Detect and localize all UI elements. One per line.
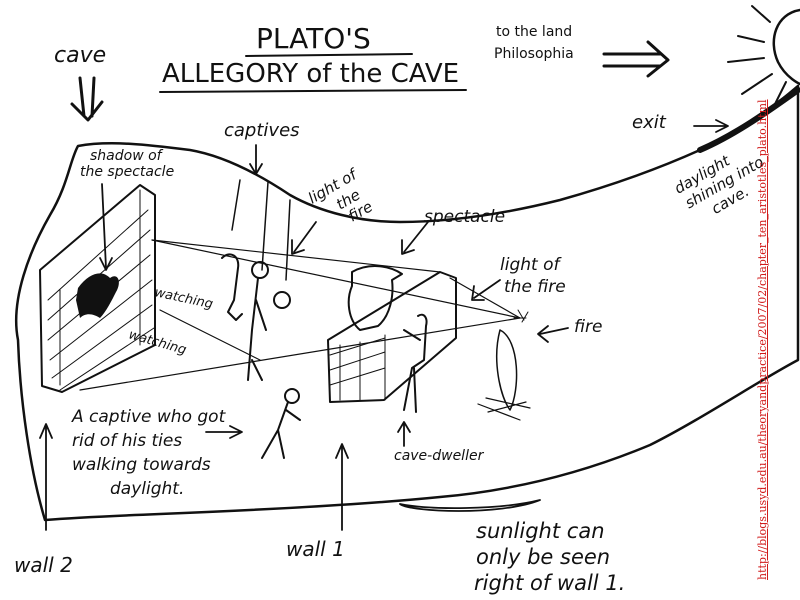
spectacle-arrow-icon	[401, 221, 429, 255]
label-light-fire-2a: light of	[500, 255, 562, 275]
shadow-arrow-icon	[99, 183, 113, 271]
title-underline-2	[159, 89, 467, 93]
wall-2-arrow-icon	[39, 423, 53, 531]
arrows	[70, 40, 670, 122]
captive-arrow-icon	[205, 425, 243, 439]
captive-2	[247, 277, 267, 381]
label-shadow-1: shadow of	[90, 148, 164, 164]
wall-1-arrow-icon	[335, 443, 349, 531]
label-sunlight-2: only be seen	[476, 545, 610, 569]
captive-2-head	[251, 261, 269, 279]
label-fire: fire	[574, 317, 602, 337]
light-rays	[79, 239, 521, 391]
sun-icon	[727, 5, 800, 111]
label-land-2: Philosophia	[494, 46, 574, 62]
cave-arrow-icon	[70, 76, 104, 122]
label-light-fire-2b: the fire	[504, 277, 566, 297]
fire-arrow-icon	[537, 325, 569, 343]
label-captive-1: A captive who got	[71, 407, 227, 427]
source-link[interactable]: http://blogs.usyd.edu.au/theoryandpracti…	[756, 99, 769, 580]
label-wall-2: wall 2	[14, 553, 73, 577]
captives-group	[221, 179, 291, 381]
label-watching-1: watching	[153, 285, 214, 312]
title-underline-1	[245, 53, 413, 57]
light-fire-2-arrow-icon	[471, 279, 501, 301]
label-captives: captives	[224, 120, 300, 141]
exit-arrow-icon	[693, 119, 729, 133]
spectacle-figure	[347, 265, 403, 331]
philosophia-arrow-icon	[602, 40, 670, 78]
captive-3-head	[273, 291, 291, 309]
cave-dweller-figure	[403, 313, 428, 413]
label-cave: cave	[54, 43, 106, 68]
label-captive-3: walking towards	[72, 455, 211, 475]
label-spectacle: spectacle	[424, 207, 505, 227]
label-wall-1: wall 1	[286, 537, 345, 561]
label-sunlight-3: right of wall 1.	[474, 571, 625, 595]
cave-ceiling-band	[697, 87, 800, 153]
title-line-1: PLATO'S	[256, 22, 371, 55]
shadow-of-spectacle	[76, 273, 119, 318]
wall-2	[39, 184, 156, 393]
label-exit: exit	[632, 112, 667, 133]
fire	[477, 309, 531, 421]
light-fire-1-arrow-icon	[291, 221, 317, 255]
title-line-2: ALLEGORY of the CAVE	[162, 59, 459, 89]
sunlight-bracket	[399, 499, 541, 512]
label-captive-2: rid of his ties	[72, 431, 182, 451]
cave-dweller-arrow-icon	[397, 421, 411, 447]
label-land-1: to the land	[496, 24, 572, 40]
label-arrows	[39, 119, 729, 531]
label-captive-4: daylight.	[110, 479, 184, 499]
label-sunlight-1: sunlight can	[476, 519, 605, 543]
label-cave-dweller: cave-dweller	[394, 448, 485, 464]
captives-arrow-icon	[249, 144, 263, 175]
captive-1	[221, 253, 243, 321]
title-group: PLATO'S ALLEGORY of the CAVE	[159, 22, 467, 93]
label-shadow-2: the spectacle	[80, 164, 174, 180]
freed-captive	[261, 388, 301, 459]
